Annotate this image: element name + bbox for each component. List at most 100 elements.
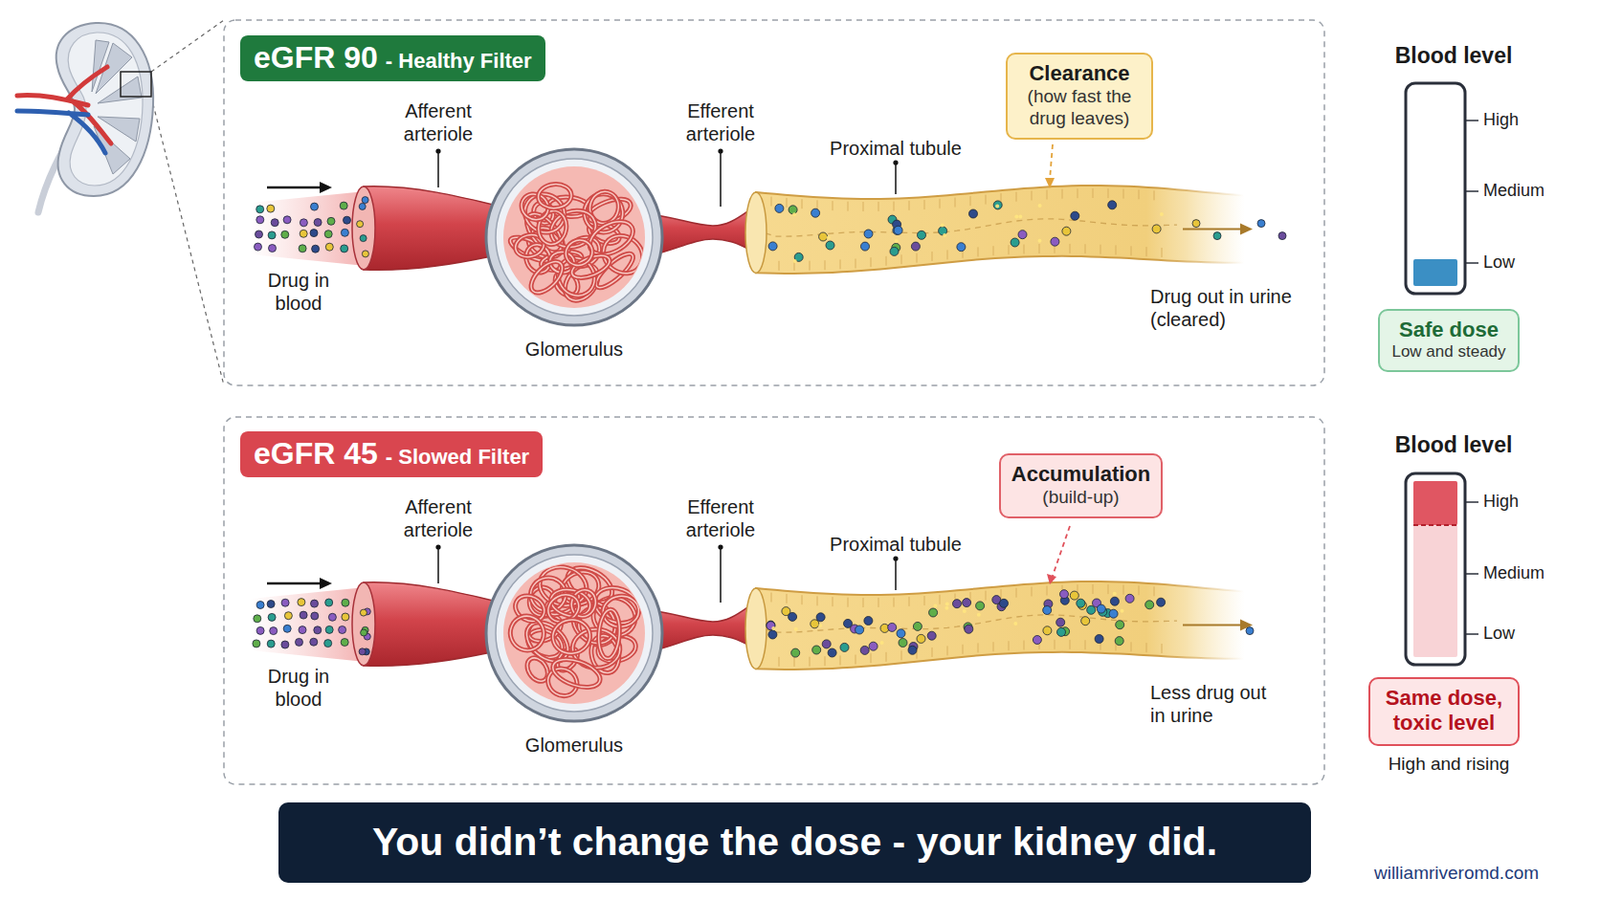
leader-line [894, 558, 897, 591]
drug-particle [297, 599, 306, 607]
drug-particle [269, 627, 278, 636]
glint [771, 626, 776, 631]
drug-particle [299, 611, 308, 620]
drug-particle [339, 201, 348, 210]
tubule-cell [786, 198, 788, 208]
node-subtitle: - Slowed Filter [385, 444, 530, 470]
drug-particle [1043, 606, 1052, 616]
tubule-cell [909, 597, 911, 607]
tubule-cell [1161, 644, 1163, 654]
drug-particle [266, 204, 275, 213]
node-title: Accumulation [1008, 462, 1154, 488]
tubule-cell [955, 198, 956, 208]
drug-particle [311, 244, 320, 253]
tubule-cell [1069, 244, 1071, 254]
drug-particle [252, 640, 261, 648]
drug-particle [340, 228, 349, 237]
tubule-cell [893, 201, 895, 212]
part-label: Efferent arteriole [667, 99, 774, 146]
drug-particle [811, 208, 821, 218]
tubule-cell [1146, 643, 1148, 653]
tubule-cell [1131, 642, 1133, 652]
drug-particle [822, 640, 831, 649]
panel-outline [223, 20, 1325, 386]
drug-particle [812, 645, 822, 655]
gauge-fill [1413, 259, 1458, 287]
result-box: Same dose, toxic level [1368, 677, 1520, 747]
drug-particle [964, 624, 974, 634]
tubule-cell [870, 653, 872, 664]
tubule-cell [985, 591, 987, 601]
tubule-cell [939, 595, 941, 605]
drug-particle [270, 219, 279, 227]
tubule-cell [786, 594, 788, 604]
tubule-cell [886, 256, 888, 267]
gauge-tick-label: Medium [1483, 180, 1570, 202]
drug-particle [916, 634, 926, 644]
drug-particle [816, 613, 825, 623]
tubule-cell [1154, 586, 1156, 597]
drug-particle [912, 622, 922, 631]
part-label: Glomerulus [507, 733, 642, 757]
drug-particle [1087, 605, 1096, 615]
drug-particle [313, 219, 322, 227]
tubule-cell [1039, 244, 1041, 254]
drug-particle [338, 626, 347, 635]
capillary-highlight [549, 654, 604, 694]
drug-particle [1000, 599, 1009, 608]
part-label: Proximal tubule [809, 533, 982, 556]
drug-particle [283, 624, 291, 633]
tubule-cell [855, 259, 857, 269]
flow-arrowhead [319, 577, 333, 590]
nephron-illustration [250, 544, 1254, 722]
gauge-tick [1465, 119, 1479, 122]
tubule-cell [993, 245, 995, 256]
tubule-cell [893, 598, 895, 608]
drug-particle [281, 641, 289, 649]
tubule-cell [778, 657, 780, 667]
capillary-loops [507, 182, 650, 308]
tubule-cell [1100, 244, 1102, 255]
drug-particle [267, 231, 276, 240]
drug-particle [1056, 618, 1066, 627]
leader-line [437, 151, 440, 188]
tubule-cell [1123, 585, 1125, 596]
drug-particle [1152, 224, 1161, 234]
drug-particle [775, 203, 784, 213]
leader-line [719, 151, 722, 207]
drug-particle [281, 230, 289, 239]
node-subtitle: Low and steady [1387, 342, 1511, 362]
flow-arrow [266, 582, 322, 586]
gauge-tube [1405, 83, 1466, 294]
drug-particle [358, 202, 366, 210]
drug-particle [298, 626, 307, 635]
drug-particle [1108, 200, 1117, 210]
node-subtitle: (how fast the drug leaves) [1015, 86, 1144, 131]
drug-particle [359, 235, 367, 243]
glint [1013, 622, 1018, 626]
drug-particle [359, 609, 367, 617]
drug-particle [256, 205, 265, 214]
drug-particle [889, 246, 899, 256]
drug-particle [1069, 591, 1079, 600]
capillary-highlight [551, 618, 593, 656]
tubule-cell [1008, 244, 1010, 255]
tubule-cell [863, 201, 865, 212]
tubule-cell [962, 644, 964, 655]
tubule-cell [1031, 587, 1033, 598]
drug-particle [1018, 230, 1027, 240]
bowman-capsule [486, 545, 663, 722]
flow-arrow [266, 186, 322, 190]
tubule-cell [771, 593, 773, 603]
zoom-line [151, 96, 224, 386]
glint [995, 204, 1000, 209]
drug-particle [310, 229, 318, 238]
part-label: Drug in blood [260, 665, 337, 712]
drug-particle [1109, 609, 1118, 619]
drug-particle [953, 600, 962, 609]
glomerulus-core [503, 562, 645, 705]
drug-particle [343, 216, 352, 224]
drug-particle [1245, 627, 1254, 636]
tubule-cell [977, 643, 979, 653]
capillary-loop [549, 654, 604, 694]
